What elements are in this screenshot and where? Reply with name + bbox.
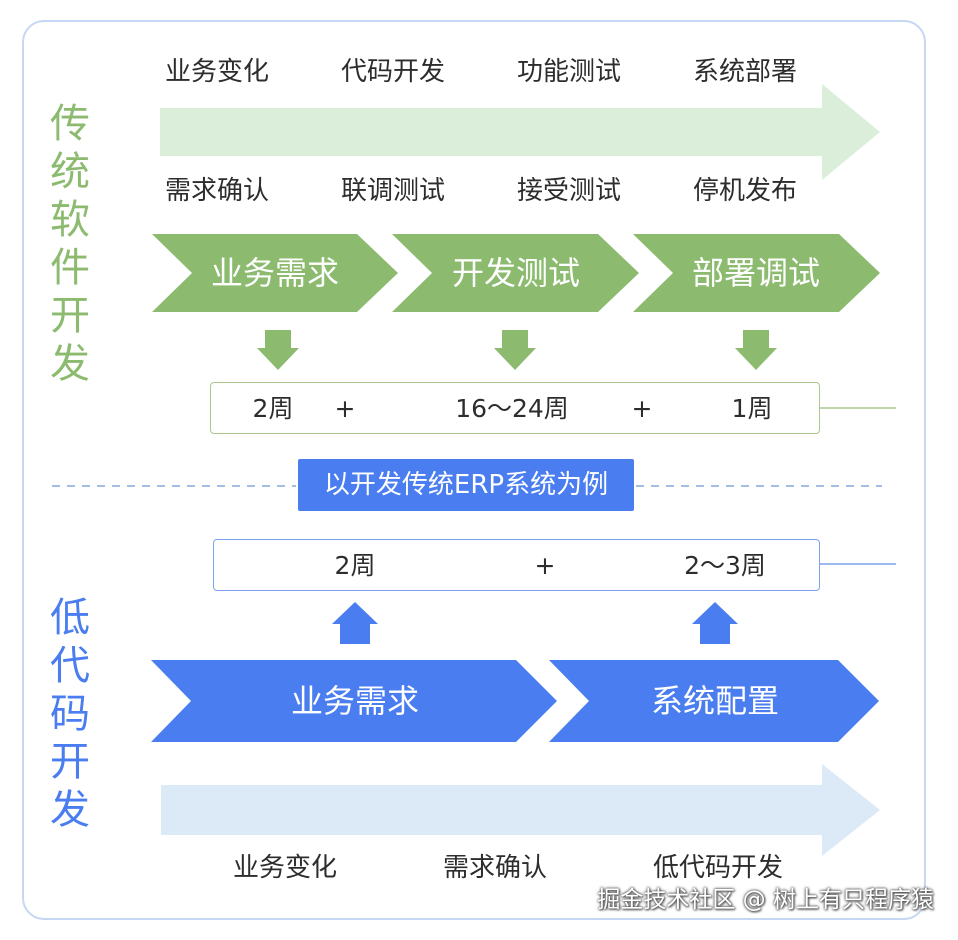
stage-chevron-lc-requirement bbox=[151, 660, 557, 742]
plus-sign: + bbox=[631, 394, 653, 423]
down-arrow-icon bbox=[494, 330, 536, 370]
duration-deploy: 1周 bbox=[731, 394, 773, 423]
label-lc-dev: 低代码开发 bbox=[652, 853, 784, 883]
lowcode-duration-box bbox=[213, 539, 820, 591]
example-tag: 以开发传统ERP系统为例 bbox=[298, 459, 634, 511]
up-arrow-icon bbox=[332, 602, 378, 644]
label-business-change: 业务变化 bbox=[164, 57, 270, 87]
stage-label-dev-test: 开发测试 bbox=[451, 254, 581, 292]
duration-requirement: 2周 bbox=[252, 394, 294, 423]
stage-label-deploy: 部署调试 bbox=[691, 254, 821, 292]
down-arrow-icon bbox=[735, 330, 777, 370]
diagram-frame bbox=[22, 20, 926, 920]
stage-chevron-deploy bbox=[633, 234, 880, 312]
stage-label-requirement: 业务需求 bbox=[210, 254, 340, 292]
duration-lc-requirement: 2周 bbox=[334, 551, 376, 580]
label-sys-deploy: 系统部署 bbox=[692, 57, 798, 87]
label-code-dev: 代码开发 bbox=[340, 57, 446, 87]
label-func-test: 功能测试 bbox=[516, 57, 622, 87]
plus-sign: + bbox=[334, 394, 356, 423]
traditional-flow-arrow bbox=[160, 84, 880, 180]
plus-sign: + bbox=[534, 551, 556, 580]
lowcode-dev-title: 低代码开发 bbox=[50, 595, 90, 833]
label-shutdown-release: 停机发布 bbox=[692, 176, 798, 206]
duration-lc-config: 2～3周 bbox=[684, 551, 766, 580]
label-req-confirm: 需求确认 bbox=[164, 176, 270, 206]
down-arrow-icon bbox=[257, 330, 299, 370]
label-accept-test: 接受测试 bbox=[516, 176, 622, 206]
label-lc-req-confirm: 需求确认 bbox=[442, 853, 548, 883]
stage-chevron-requirement bbox=[152, 234, 398, 312]
lowcode-flow-arrow bbox=[161, 764, 880, 856]
label-lc-business-change: 业务变化 bbox=[232, 853, 338, 883]
stage-label-lc-requirement: 业务需求 bbox=[290, 682, 420, 720]
watermark: 掘金技术社区 @ 树上有只程序猿 bbox=[597, 887, 934, 913]
stage-chevron-dev-test bbox=[392, 234, 639, 312]
traditional-dev-title: 传统软件开发 bbox=[50, 101, 90, 387]
stage-chevron-lc-config bbox=[549, 660, 879, 742]
traditional-duration-box bbox=[210, 382, 820, 434]
duration-dev-test: 16～24周 bbox=[455, 394, 569, 423]
label-joint-test: 联调测试 bbox=[340, 176, 446, 206]
up-arrow-icon bbox=[692, 602, 738, 644]
stage-label-lc-config: 系统配置 bbox=[650, 682, 780, 720]
